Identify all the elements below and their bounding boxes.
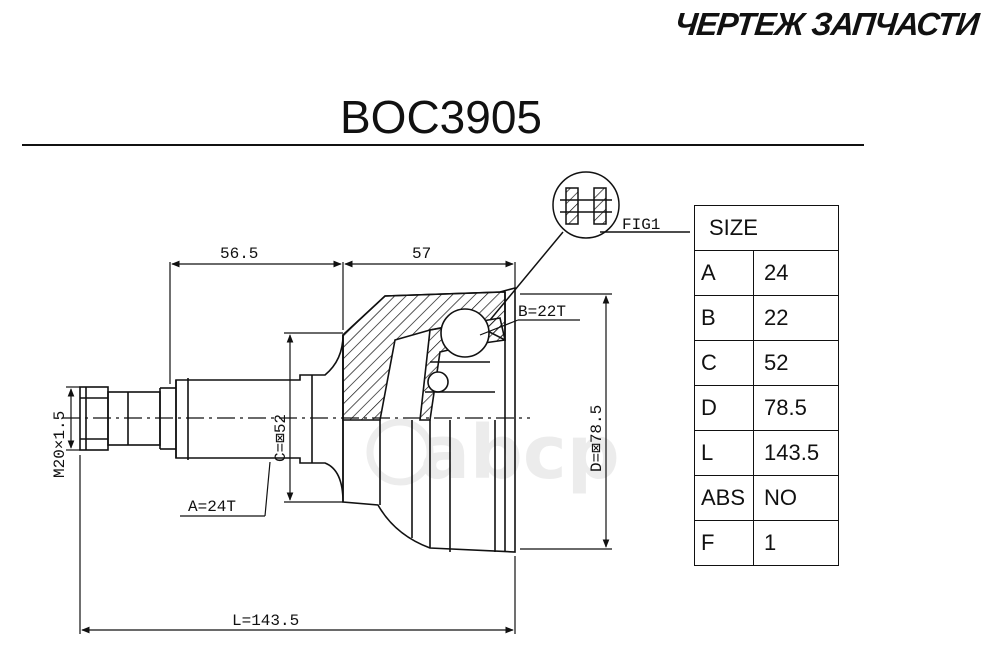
row-key: F bbox=[694, 520, 754, 566]
fig1-label: FIG1 bbox=[622, 216, 660, 234]
d-label: D=⊠78.5 bbox=[588, 405, 606, 472]
row-key: ABS bbox=[694, 475, 754, 521]
row-value: 78.5 bbox=[753, 385, 839, 431]
length-label: L=143.5 bbox=[232, 612, 299, 630]
fig1-detail bbox=[489, 171, 690, 321]
thread-label: M20×1.5 bbox=[51, 411, 69, 478]
row-value: 1 bbox=[753, 520, 839, 566]
row-key: L bbox=[694, 430, 754, 476]
threaded-end bbox=[79, 386, 176, 451]
dim-56-5: 56.5 bbox=[220, 245, 258, 263]
row-key: B bbox=[694, 295, 754, 341]
c-dimension bbox=[284, 332, 343, 503]
table-row: ABS NO bbox=[694, 475, 839, 521]
b-label: B=22T bbox=[518, 303, 566, 321]
table-row: B 22 bbox=[694, 295, 839, 341]
thread-dimension bbox=[66, 386, 80, 451]
row-value: 143.5 bbox=[753, 430, 839, 476]
dimension-lines-top bbox=[169, 260, 516, 384]
table-row: F 1 bbox=[694, 520, 839, 566]
row-key: D bbox=[694, 385, 754, 431]
joint-housing bbox=[342, 286, 516, 553]
size-table-header: SIZE bbox=[694, 205, 839, 251]
a-leader bbox=[180, 461, 271, 517]
size-table: SIZE A 24 B 22 C 52 D 78.5 L 143.5 ABS N… bbox=[694, 205, 839, 566]
title-divider bbox=[22, 144, 864, 146]
b-leader bbox=[479, 319, 580, 336]
row-key: A bbox=[694, 250, 754, 296]
length-dimension bbox=[79, 455, 516, 634]
size-table-header-row: SIZE bbox=[694, 205, 839, 251]
table-row: L 143.5 bbox=[694, 430, 839, 476]
row-key: C bbox=[694, 340, 754, 386]
table-row: A 24 bbox=[694, 250, 839, 296]
table-row: D 78.5 bbox=[694, 385, 839, 431]
a-label: A=24T bbox=[188, 498, 236, 516]
dim-57: 57 bbox=[412, 245, 431, 263]
part-number: BOC3905 bbox=[340, 91, 543, 143]
row-value: NO bbox=[753, 475, 839, 521]
row-value: 52 bbox=[753, 340, 839, 386]
watermark: abcp bbox=[366, 410, 620, 496]
d-dimension bbox=[520, 293, 612, 550]
table-row: C 52 bbox=[694, 340, 839, 386]
c-label: C=⊠52 bbox=[272, 414, 290, 462]
row-value: 22 bbox=[753, 295, 839, 341]
watermark-text: abcp bbox=[420, 410, 620, 496]
row-value: 24 bbox=[753, 250, 839, 296]
